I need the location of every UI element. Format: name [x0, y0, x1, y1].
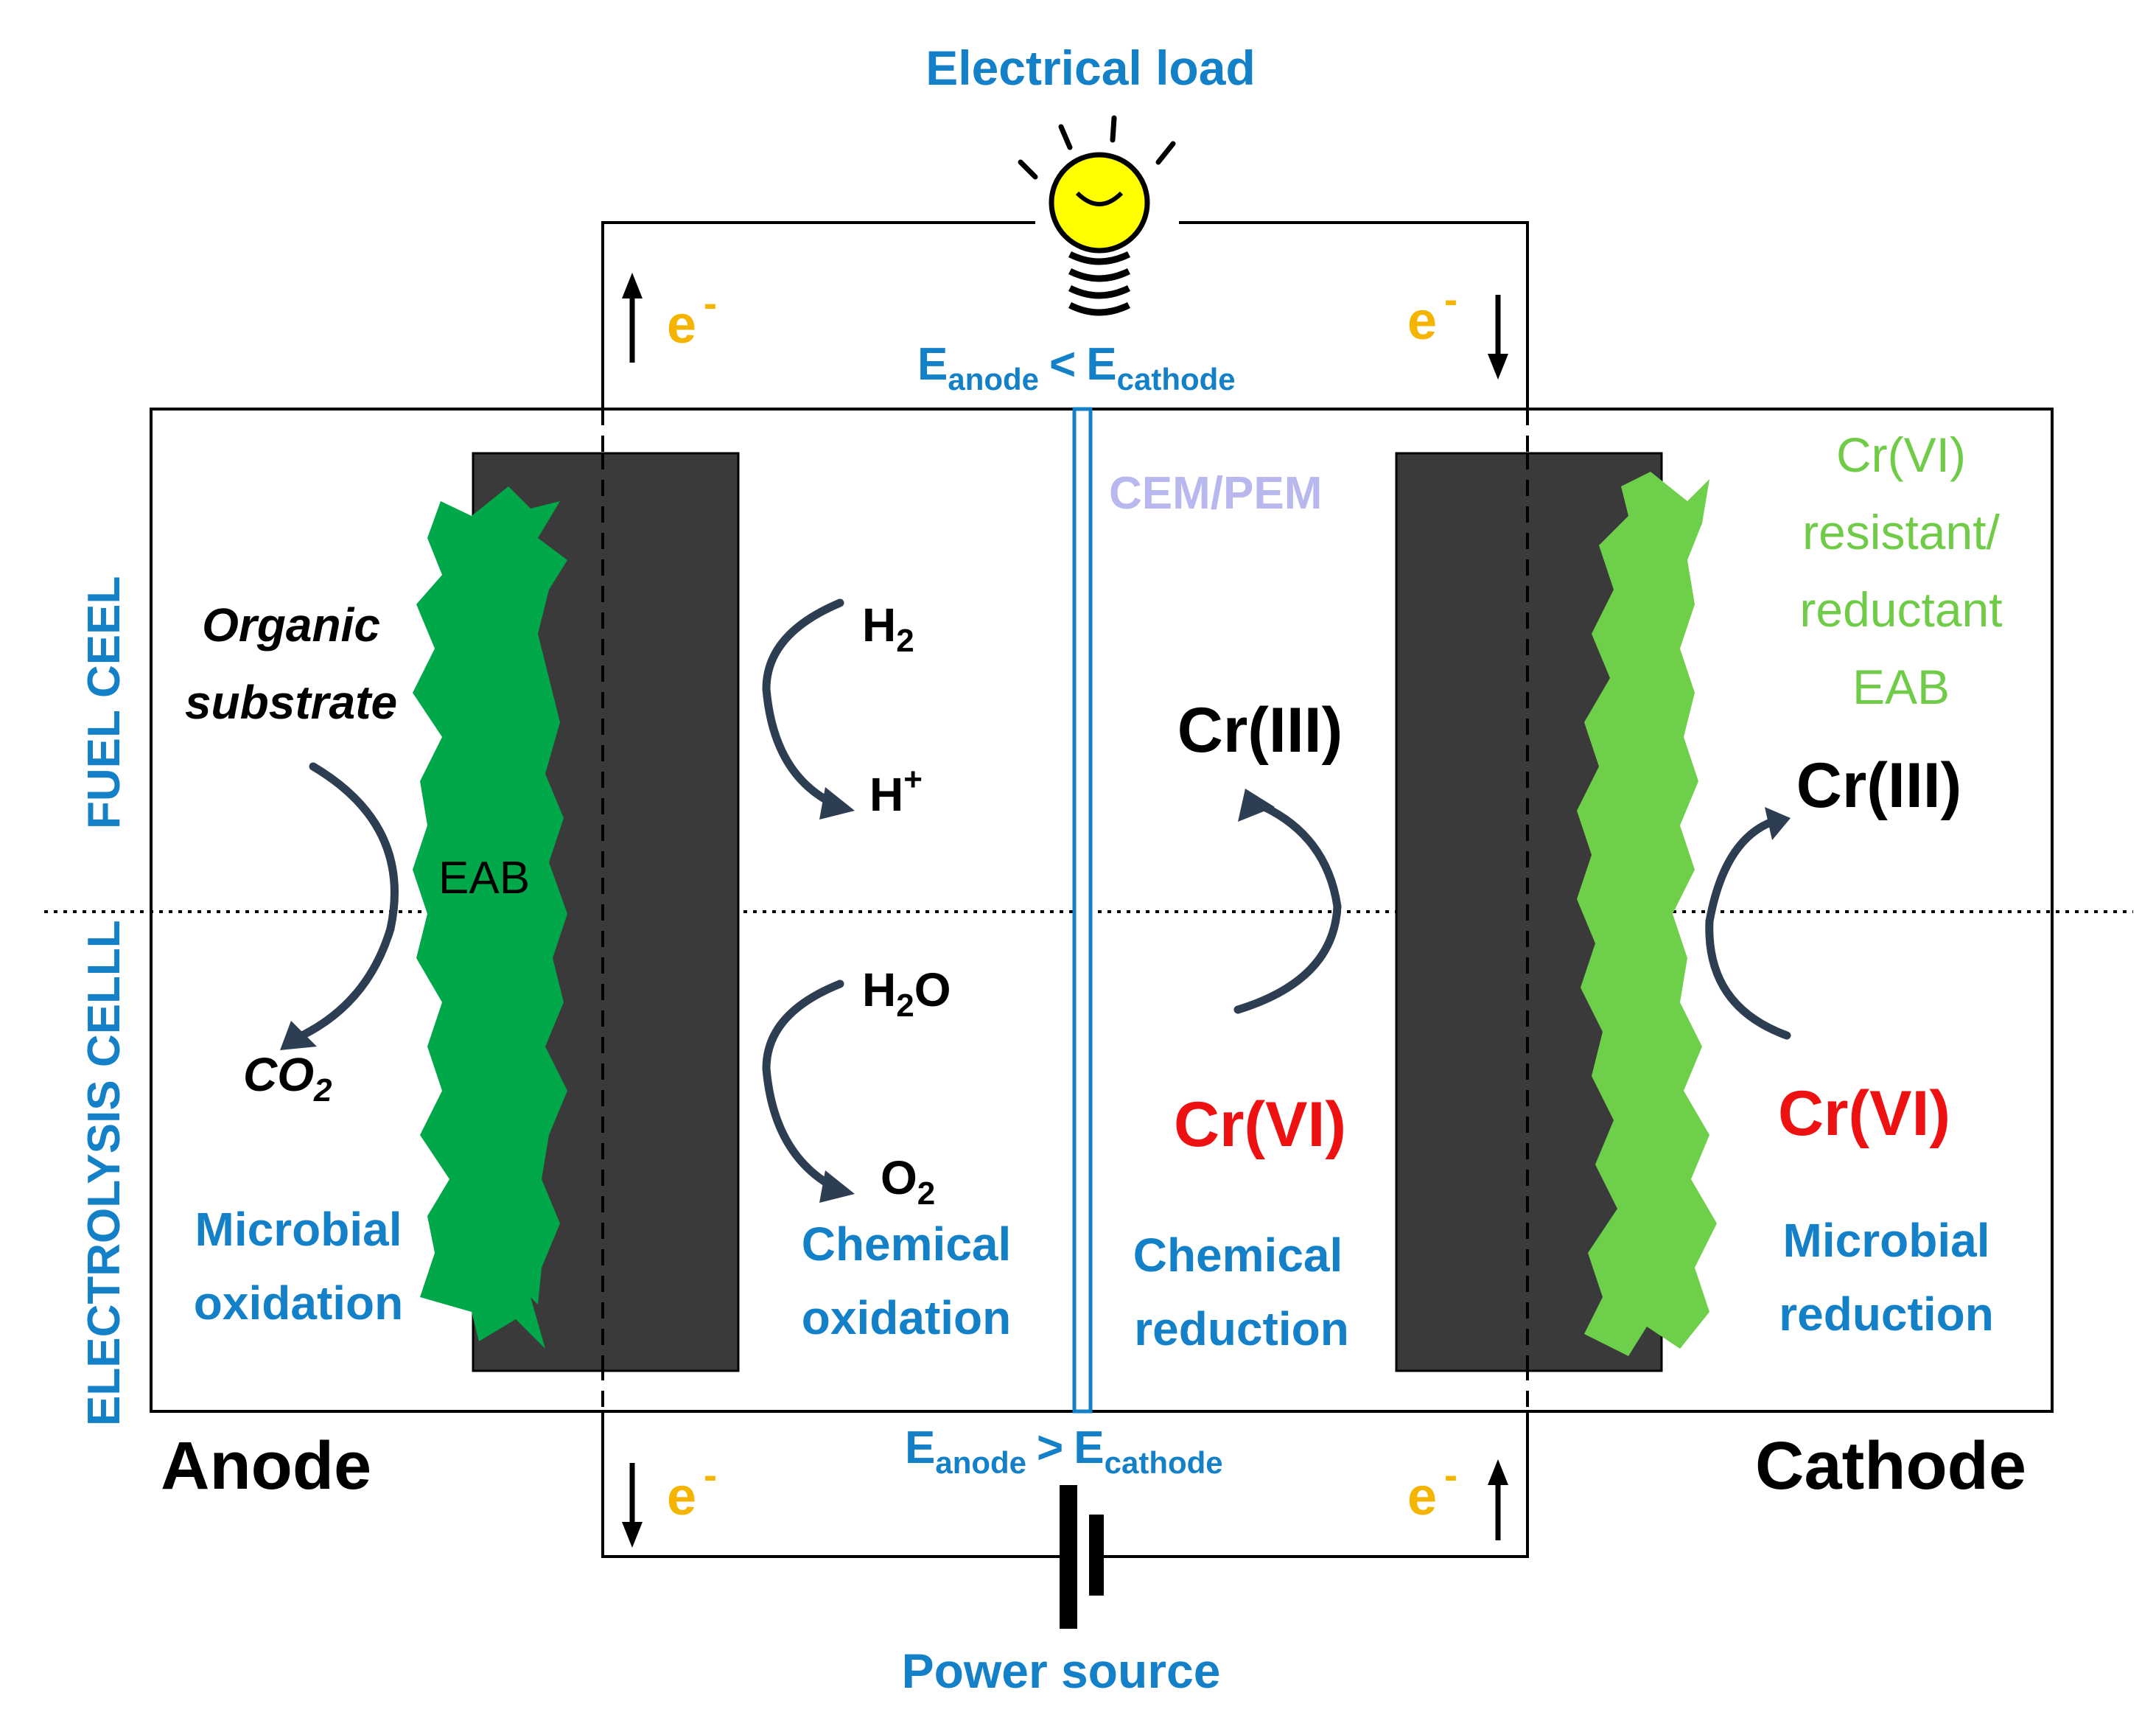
top-circuit-wire [601, 221, 1529, 409]
h2-label: H2 [862, 598, 914, 659]
electron-bottom-left: e [667, 1467, 696, 1526]
potential-electrolysis-cell: Eanode>Ecathode [905, 1422, 1223, 1480]
light-bulb-icon [1018, 115, 1176, 316]
cathode-label: Cathode [1755, 1428, 2026, 1503]
svg-text:-: - [704, 1453, 717, 1498]
fuel-cell-label: FUEL CEEL [79, 576, 130, 829]
svg-text:-: - [1444, 278, 1457, 322]
membrane-label: CEM/PEM [1109, 468, 1322, 519]
chemical-reduction-line2: reduction [1134, 1302, 1349, 1355]
svg-text:-: - [1444, 1453, 1457, 1498]
cr6-resistant-line4: EAB [1852, 660, 1950, 714]
chemical-reduction-line1: Chemical [1133, 1229, 1343, 1282]
svg-text:-: - [704, 282, 717, 326]
cr6-resistant-line2: resistant/ [1802, 505, 2000, 559]
anode-label: Anode [161, 1428, 371, 1503]
cr6-chemical-label: Cr(VI) [1174, 1089, 1346, 1160]
cr6-resistant-line1: Cr(VI) [1836, 427, 1966, 482]
cr6-microbial-label: Cr(VI) [1778, 1078, 1950, 1149]
cr6-resistant-line3: reductant [1799, 582, 2002, 637]
bottom-circuit-wire [601, 1411, 1529, 1558]
microbial-reduction-line2: reduction [1779, 1288, 1994, 1341]
potential-fuel-cell: Eanode<Ecathode [917, 339, 1236, 397]
h2o-to-o2-arrow [762, 979, 855, 1203]
cathode-biofilm [1577, 472, 1717, 1356]
anode-biofilm [413, 486, 567, 1349]
co2-label: CO2 [243, 1048, 332, 1108]
hplus-label: H+ [869, 761, 923, 821]
microbial-oxidation-line2: oxidation [194, 1276, 403, 1330]
organic-to-co2-arrow [280, 762, 399, 1050]
electron-arrow-icon [622, 273, 1508, 1548]
electron-labels: e - e - e - e - [667, 278, 1457, 1526]
chemical-oxidation-line1: Chemical [802, 1218, 1012, 1271]
power-source-label: Power source [902, 1644, 1221, 1698]
cr3-microbial-label: Cr(III) [1796, 750, 1962, 821]
cr6-to-cr3-microbial-arrow [1705, 807, 1791, 1040]
substrate-label: substrate [185, 676, 397, 729]
microbial-reduction-line1: Microbial [1783, 1214, 1990, 1267]
o2-label: O2 [881, 1151, 935, 1212]
cr6-to-cr3-chemical-arrow [1233, 789, 1342, 1014]
cem-pem-membrane [1072, 407, 1093, 1414]
electrolysis-cell-label: ELECTROLYSIS CELLL [79, 920, 130, 1426]
battery-icon [1060, 1485, 1104, 1629]
electron-top-left: e [667, 296, 696, 354]
cr3-chemical-label: Cr(III) [1177, 695, 1343, 766]
electrical-load-label: Electrical load [925, 41, 1256, 95]
chemical-oxidation-line2: oxidation [802, 1291, 1011, 1344]
electron-top-right: e [1407, 292, 1437, 351]
electron-bottom-right: e [1407, 1467, 1437, 1526]
h2o-label: H2O [862, 963, 951, 1024]
anode-eab-label: EAB [438, 853, 530, 904]
microbial-oxidation-line1: Microbial [195, 1203, 402, 1256]
h2-to-hplus-arrow [762, 598, 855, 820]
organic-label: Organic [202, 598, 380, 652]
